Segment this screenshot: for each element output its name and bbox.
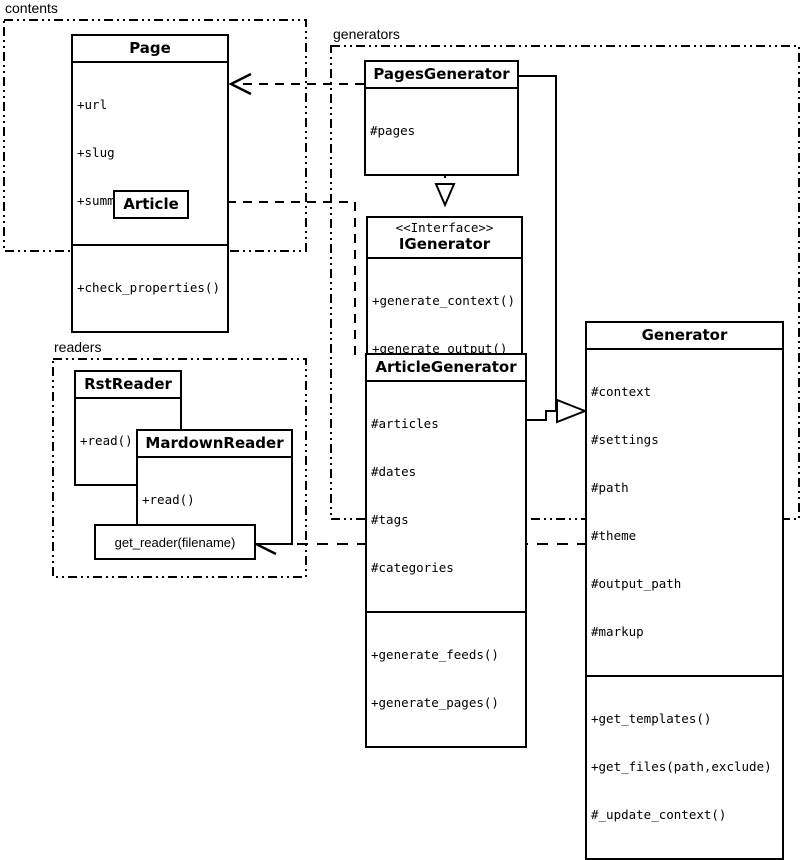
attribute: +url [77, 97, 108, 112]
class-article[interactable]: Article [113, 190, 189, 219]
class-pages-generator-name: PagesGenerator [373, 65, 510, 83]
class-mardown-reader-operations: +read() [138, 458, 291, 543]
attribute: #pages [370, 123, 416, 138]
class-igenerator-stereotype: <<Interface>> [395, 220, 494, 235]
class-article-generator-operations: +generate_feeds() +generate_pages() [367, 613, 525, 746]
class-article-generator[interactable]: ArticleGenerator #articles #dates #tags … [365, 353, 527, 748]
operation: +generate_pages() [371, 695, 499, 710]
class-pages-generator[interactable]: PagesGenerator #pages [364, 60, 519, 176]
operation: +get_templates() [591, 711, 712, 726]
class-article-generator-header: ArticleGenerator [367, 355, 525, 382]
class-pages-generator-attributes: #pages [366, 89, 517, 174]
attribute: +slug [77, 145, 115, 160]
operation: +read() [142, 492, 195, 507]
operation: +get_files(path,exclude) [591, 759, 772, 774]
class-page-operations: +check_properties() [73, 246, 227, 331]
package-label-readers: readers [51, 340, 105, 355]
attribute: #articles [371, 416, 439, 431]
class-generator-attributes: #context #settings #path #theme #output_… [587, 350, 782, 677]
attribute: #path [591, 480, 629, 495]
class-article-generator-name: ArticleGenerator [375, 358, 517, 376]
package-label-contents: contents [2, 1, 61, 16]
relation-articlegenerator-generator [527, 398, 588, 424]
class-rst-reader-header: RstReader [76, 372, 180, 399]
function-get-reader-label: get_reader(filename) [114, 534, 236, 550]
operation: +check_properties() [77, 280, 220, 295]
package-label-generators: generators [330, 27, 403, 42]
operation: +generate_feeds() [371, 647, 499, 662]
attribute: #output_path [591, 576, 682, 591]
class-article-header: Article [115, 192, 187, 217]
class-generator-operations: +get_templates() +get_files(path,exclude… [587, 677, 782, 858]
class-igenerator-name: IGenerator [398, 235, 491, 253]
class-page-name: Page [129, 39, 171, 57]
class-page[interactable]: Page +url +slug +summary +check_properti… [71, 34, 229, 333]
operation: +generate_output() [372, 341, 508, 356]
class-generator-header: Generator [587, 323, 782, 350]
operation: +generate_context() [372, 293, 515, 308]
operation: +read() [80, 433, 133, 448]
class-igenerator-header: <<Interface>> IGenerator [368, 218, 521, 259]
class-rst-reader-name: RstReader [84, 375, 172, 393]
attribute: #context [591, 384, 652, 399]
function-get-reader[interactable]: get_reader(filename) [94, 524, 256, 560]
class-pages-generator-header: PagesGenerator [366, 62, 517, 89]
class-igenerator-operations: +generate_context() +generate_output() [368, 259, 521, 392]
attribute: #tags [371, 512, 409, 527]
class-article-name: Article [123, 195, 179, 213]
attribute: #theme [591, 528, 637, 543]
class-mardown-reader-header: MardownReader [138, 431, 291, 458]
attribute: #categories [371, 560, 454, 575]
operation: #_update_context() [591, 807, 727, 822]
relation-pagesgenerator-page-dependency [228, 72, 364, 96]
attribute: #dates [371, 464, 417, 479]
class-generator-name: Generator [641, 326, 728, 344]
attribute: #settings [591, 432, 659, 447]
class-page-header: Page [73, 36, 227, 63]
class-rst-reader-operations: +read() [76, 399, 180, 484]
class-generator[interactable]: Generator #context #settings #path #them… [585, 321, 784, 860]
attribute: #markup [591, 624, 644, 639]
class-article-generator-attributes: #articles #dates #tags #categories [367, 382, 525, 613]
class-mardown-reader-name: MardownReader [145, 434, 284, 452]
